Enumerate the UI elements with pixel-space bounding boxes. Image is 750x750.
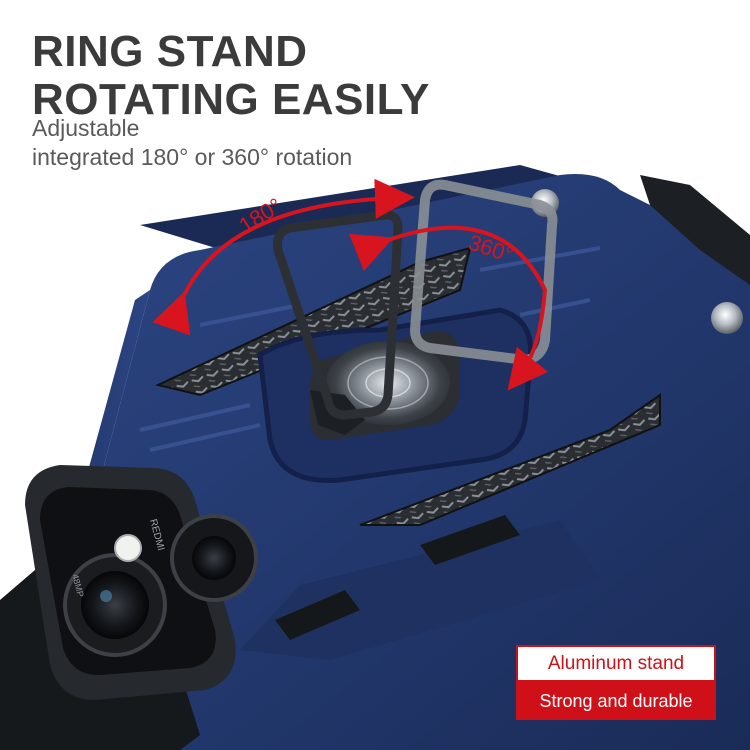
grip-tread-lower bbox=[359, 393, 661, 526]
subtitle-line-2: integrated 180° or 360° rotation bbox=[32, 144, 353, 170]
volume-button-cover bbox=[275, 590, 360, 640]
headline: RING STAND ROTATING EASILY bbox=[32, 28, 430, 124]
feature-badge: Aluminum stand Strong and durable bbox=[516, 645, 716, 720]
main-lens bbox=[81, 571, 149, 639]
rotation-arrow-360 bbox=[349, 225, 549, 391]
headline-line-1: RING STAND bbox=[32, 27, 308, 76]
secondary-lens bbox=[192, 536, 236, 580]
feature-quality-label: Strong and durable bbox=[516, 682, 716, 720]
feature-material-label: Aluminum stand bbox=[516, 645, 716, 682]
camera-module bbox=[25, 465, 258, 700]
subtitle-line-1: Adjustable bbox=[32, 115, 140, 141]
rotation-arrow-180 bbox=[152, 178, 415, 336]
power-button-cover bbox=[420, 515, 520, 565]
corner-bumper bbox=[640, 175, 750, 285]
subtitle: Adjustable integrated 180° or 360° rotat… bbox=[32, 114, 352, 172]
case-side-rail bbox=[240, 520, 600, 660]
headline-line-2: ROTATING EASILY bbox=[32, 75, 430, 124]
screw-right bbox=[711, 302, 743, 334]
flash bbox=[114, 534, 142, 562]
